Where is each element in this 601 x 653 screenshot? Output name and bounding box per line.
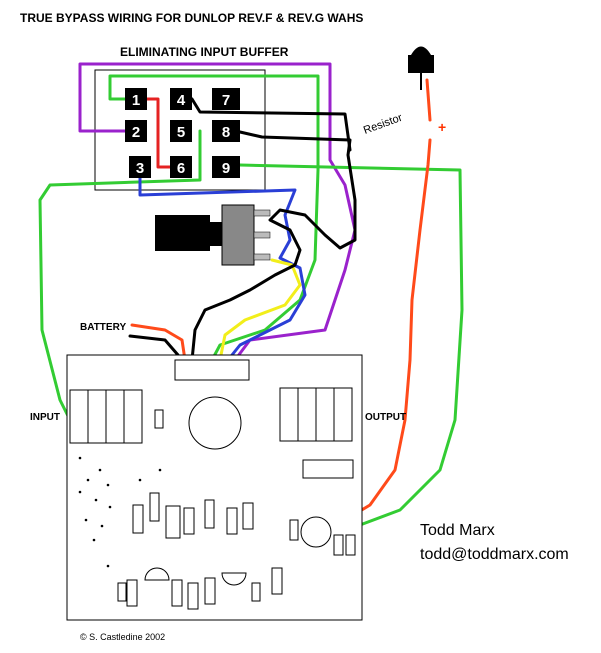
green-wire-pad1: [108, 74, 320, 362]
svg-text:3: 3: [136, 160, 144, 177]
green-wire-output: [238, 163, 464, 537]
resistor-label: Resistor: [362, 112, 404, 137]
black-wire-pad4: [190, 97, 352, 152]
svg-text:6: 6: [177, 160, 185, 177]
svg-text:5: 5: [177, 124, 185, 141]
output-label: OUTPUT: [365, 412, 406, 423]
red-wire-jumper: [143, 97, 174, 169]
switch-pad-8: 8: [212, 120, 240, 142]
copyright-notice: © S. Castledine 2002: [80, 632, 165, 642]
switch-pad-3: 3: [129, 156, 151, 178]
led-icon: [408, 46, 434, 90]
switch-pad-4: 4: [170, 88, 192, 110]
author-email: todd@toddmarx.com: [420, 546, 569, 563]
output-jack: [279, 387, 353, 442]
diagram-title: TRUE BYPASS WIRING FOR DUNLOP REV.F & RE…: [20, 11, 363, 25]
input-jack: [69, 389, 143, 444]
svg-text:9: 9: [222, 160, 230, 177]
pcb-components: [117, 396, 356, 610]
input-label: INPUT: [30, 412, 60, 423]
svg-text:8: 8: [222, 124, 230, 141]
switch-pad-2: 2: [125, 120, 147, 142]
pcb-connector: [174, 359, 250, 381]
switch-pad-5: 5: [170, 120, 192, 142]
diagram-subtitle: ELIMINATING INPUT BUFFER: [120, 45, 289, 59]
switch-pad-6: 6: [170, 156, 192, 178]
black-wire-pad8: [190, 130, 357, 362]
svg-text:2: 2: [132, 124, 140, 141]
switch-pad-7: 7: [212, 88, 240, 110]
author-name: Todd Marx: [420, 522, 495, 539]
plus-label: +: [438, 119, 446, 135]
switch-pad-9: 9: [212, 156, 240, 178]
svg-text:7: 7: [222, 92, 230, 109]
battery-wire: [130, 323, 187, 362]
battery-label: BATTERY: [80, 322, 126, 333]
switch-pads: 1 2 3 4 5 6 7 8: [125, 88, 240, 178]
switch-pad-1: 1: [125, 88, 147, 110]
potentiometer-icon: [155, 204, 271, 266]
pcb-solder-dots: [78, 456, 162, 568]
purple-wire-switch: [78, 62, 357, 362]
svg-text:4: 4: [177, 92, 186, 109]
svg-text:1: 1: [132, 92, 140, 109]
